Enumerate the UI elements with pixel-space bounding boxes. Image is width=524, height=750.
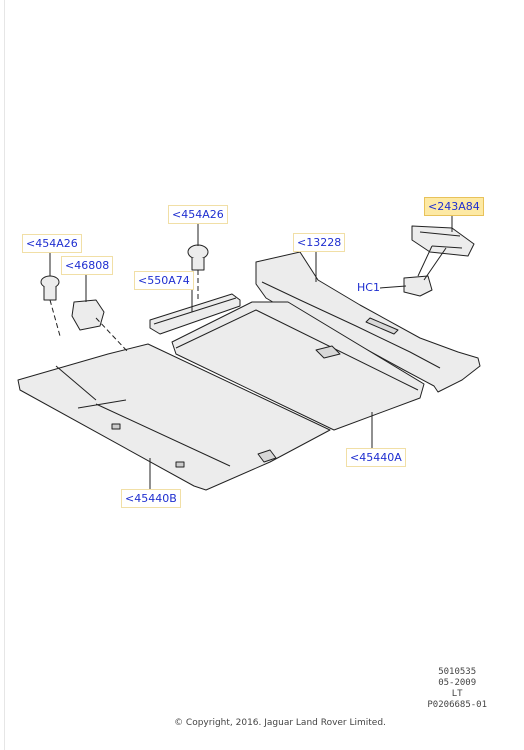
clip-fastener-left-stem — [43, 286, 57, 301]
assembly-line-left — [49, 299, 61, 337]
callout-HC1[interactable]: HC1 — [357, 281, 380, 294]
floor-handle-recess — [315, 345, 341, 359]
rear-trim-panel-slot — [365, 317, 399, 335]
cargo-hook-catch — [403, 275, 433, 297]
rear-trim-panel-inner — [261, 281, 441, 369]
callout-550A74[interactable]: <550A74 — [134, 271, 194, 290]
reference-part-id: P0206685-01 — [427, 700, 487, 710]
hook-pointer-1 — [417, 245, 433, 277]
illustration-reference: 5010535 05-2009 LT P0206685-01 — [427, 667, 487, 711]
mounting-bracket — [71, 299, 105, 331]
luggage-cover-panel — [17, 343, 331, 491]
luggage-floor-panel-front — [171, 301, 425, 431]
reference-number: 5010535 — [438, 667, 477, 677]
hook-bracket-detail — [419, 231, 463, 249]
leader-HC1 — [379, 285, 407, 289]
callout-454A26-center[interactable]: <454A26 — [168, 205, 228, 224]
frame-border — [4, 0, 5, 750]
clip-fastener-center — [187, 244, 209, 260]
copyright-notice: © Copyright, 2016. Jaguar Land Rover Lim… — [174, 718, 386, 728]
luggage-floor-panel-top — [175, 309, 419, 391]
callout-45440A[interactable]: <45440A — [346, 448, 406, 467]
callout-45440B[interactable]: <45440B — [121, 489, 181, 508]
reference-date: 05-2009 — [438, 678, 477, 688]
load-cover-edge — [153, 297, 237, 325]
callout-243A84[interactable]: <243A84 — [424, 197, 484, 216]
cover-fastener-2 — [175, 461, 185, 468]
callout-454A26-left[interactable]: <454A26 — [22, 234, 82, 253]
reference-code: LT — [451, 689, 463, 699]
hook-pointer-2 — [423, 247, 447, 281]
clip-fastener-center-stem — [191, 258, 205, 271]
cover-fastener-1 — [111, 423, 121, 430]
luggage-cover-panel-fold — [55, 365, 231, 467]
callout-13228[interactable]: <13228 — [293, 233, 346, 252]
cover-hinge-tab — [257, 449, 277, 463]
callout-46808[interactable]: <46808 — [61, 256, 114, 275]
